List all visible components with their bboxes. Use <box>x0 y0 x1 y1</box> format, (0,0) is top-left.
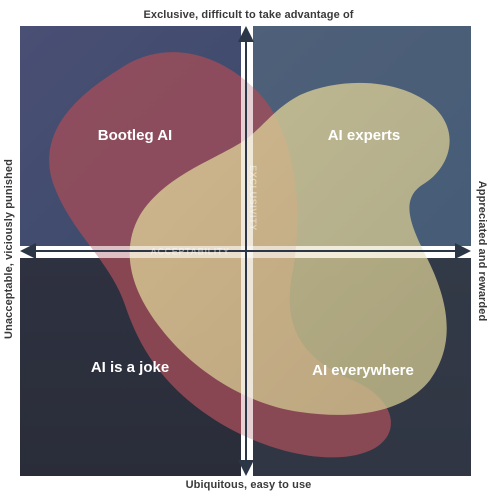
quadrant-label-ai-everywhere: AI everywhere <box>312 362 414 379</box>
quadrant-label-ai-experts: AI experts <box>328 127 401 144</box>
axis-caption-top: Exclusive, difficult to take advantage o… <box>143 9 354 21</box>
quadrant-label-bootleg-ai: Bootleg AI <box>98 127 172 144</box>
horizontal-axis-label: ACCEPTABILITY <box>150 247 229 257</box>
axis-caption-left: Unacceptable, viciously punished <box>3 159 15 339</box>
quadrant-label-ai-is-a-joke: AI is a joke <box>91 359 169 376</box>
axis-caption-right: Appreciated and rewarded <box>476 180 488 322</box>
vertical-axis-label: EXCLUSIVITY <box>248 165 258 231</box>
axis-caption-bottom: Ubiquitous, easy to use <box>185 479 312 491</box>
